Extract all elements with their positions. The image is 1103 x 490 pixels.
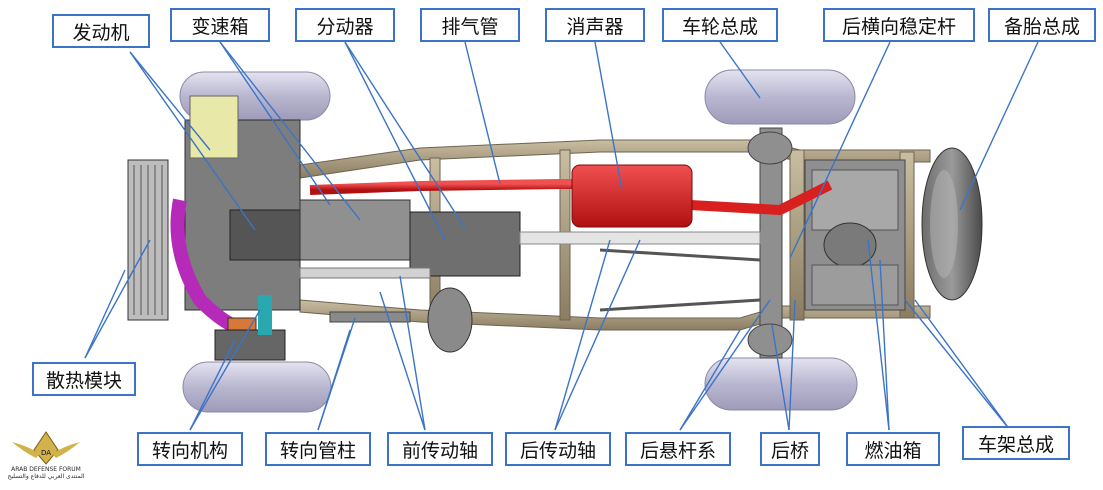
label-rear-axle: 后桥 <box>760 432 820 466</box>
label-frame-assembly: 车架总成 <box>962 426 1070 460</box>
label-rear-suspension: 后悬杆系 <box>625 432 731 466</box>
exhaust-pipe-shape <box>309 179 833 216</box>
label-fuel-tank: 燃油箱 <box>846 432 940 466</box>
muffler-shape <box>571 164 693 228</box>
engine-shape <box>170 95 301 341</box>
forum-logo: DA <box>12 431 80 465</box>
leader-lines <box>84 41 1039 431</box>
front-drive-shaft-shape <box>299 267 431 279</box>
radiator-shape <box>127 159 169 321</box>
front-right-tire <box>182 361 332 413</box>
brake-disc <box>427 287 473 353</box>
rear-suspension-shape <box>599 248 761 312</box>
label-muffler: 消声器 <box>545 8 645 42</box>
label-gearbox: 变速箱 <box>170 8 270 42</box>
label-spare-tire: 备胎总成 <box>988 8 1096 42</box>
label-engine: 发动机 <box>52 14 150 48</box>
spare-tire-shape <box>921 147 983 301</box>
label-wheel-assembly: 车轮总成 <box>662 8 778 42</box>
label-steering-column: 转向管柱 <box>265 432 371 466</box>
svg-text:DA: DA <box>41 449 51 457</box>
label-steering-gear: 转向机构 <box>137 432 243 466</box>
label-rear-stabilizer-bar: 后横向稳定杆 <box>823 8 975 42</box>
label-rear-drive-shaft: 后传动轴 <box>505 432 611 466</box>
steering-gear-shape <box>214 295 286 361</box>
label-front-drive-shaft: 前传动轴 <box>387 432 493 466</box>
transfer-case-shape <box>409 211 521 277</box>
gearbox-shape <box>299 199 411 261</box>
label-transfer-case: 分动器 <box>295 8 395 42</box>
label-radiator-module: 散热模块 <box>32 362 136 396</box>
steering-column-shape <box>329 311 411 323</box>
rear-drive-shaft-shape <box>519 231 761 245</box>
rear-left-tire <box>704 69 856 125</box>
label-exhaust-pipe: 排气管 <box>420 8 520 42</box>
forum-logo-text: ARAB DEFENSE FORUM المنتدى العربي للدفاع… <box>7 466 85 480</box>
rear-axle-shape <box>747 127 793 359</box>
fuel-tank-shape <box>804 159 906 311</box>
